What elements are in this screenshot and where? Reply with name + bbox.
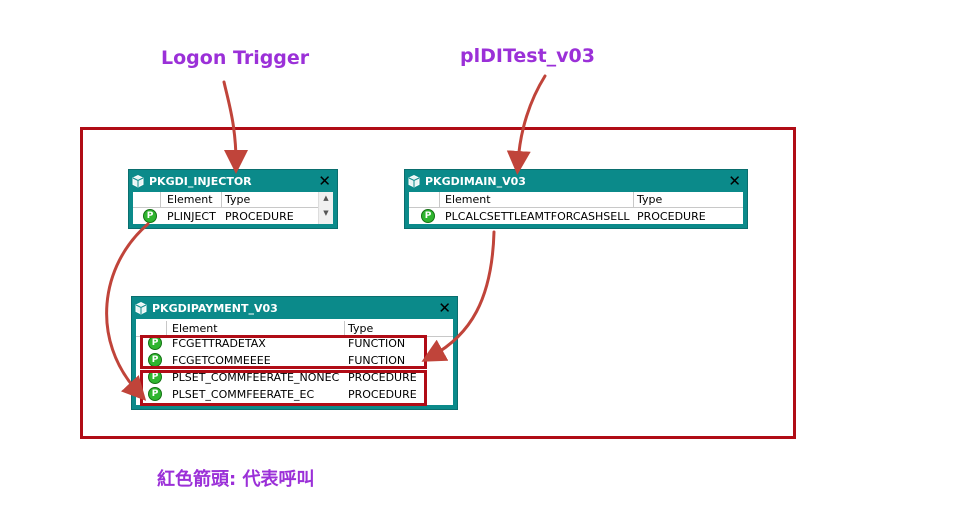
package-title: PKGDIPAYMENT_V03: [152, 301, 278, 315]
package-element-list: Element Type P PLINJECT PROCEDURE ▲ ▼: [133, 192, 333, 224]
procedure-icon: P: [421, 209, 435, 223]
column-header-element[interactable]: Element: [172, 322, 218, 335]
arrow-pidi-test-to-main: [506, 74, 547, 175]
element-type: FUNCTION: [348, 354, 406, 367]
list-item[interactable]: P PLSET_COMMFEERATE_EC PROCEDURE: [136, 386, 453, 403]
scroll-up-icon[interactable]: ▲: [323, 194, 329, 202]
package-pkgdi-injector[interactable]: PKGDI_INJECTOR ✕ Element Type P PLINJECT…: [128, 169, 338, 229]
arrow-logon-trigger-to-injector: [222, 80, 248, 174]
close-icon[interactable]: ✕: [728, 172, 741, 190]
list-item[interactable]: P PLCALCSETTLEAMTFORCASHSELL PROCEDURE: [409, 208, 743, 224]
column-header-element[interactable]: Element: [445, 193, 491, 206]
procedure-icon: P: [143, 209, 157, 223]
column-header-row: Element Type: [409, 192, 743, 208]
package-icon: [132, 174, 144, 188]
package-element-list: Element Type P PLCALCSETTLEAMTFORCASHSEL…: [409, 192, 743, 224]
element-type: PROCEDURE: [637, 210, 706, 223]
call-diagram-frame: [80, 127, 796, 439]
package-header[interactable]: PKGDIPAYMENT_V03 ✕: [132, 297, 457, 319]
package-header[interactable]: PKGDIMAIN_V03 ✕: [405, 170, 747, 192]
element-name: PLSET_COMMFEERATE_NONEC: [172, 371, 340, 384]
element-type: PROCEDURE: [225, 210, 294, 223]
close-icon[interactable]: ✕: [438, 299, 451, 317]
list-item[interactable]: P PLINJECT PROCEDURE: [133, 208, 333, 224]
arrow-main-to-payment: [421, 230, 496, 362]
column-header-type[interactable]: Type: [637, 193, 663, 206]
element-name: FCGETCOMMEEEE: [172, 354, 271, 367]
element-type: PROCEDURE: [348, 388, 417, 401]
package-title: PKGDI_INJECTOR: [149, 174, 252, 188]
pidi-test-label: plDITest_v03: [460, 45, 595, 67]
element-name: PLCALCSETTLEAMTFORCASHSELL: [445, 210, 630, 223]
column-header-element[interactable]: Element: [167, 193, 213, 206]
scroll-down-icon[interactable]: ▼: [323, 209, 329, 217]
element-name: FCGETTRADETAX: [172, 337, 266, 350]
package-icon: [408, 174, 420, 188]
list-item[interactable]: P PLSET_COMMFEERATE_NONEC PROCEDURE: [136, 369, 453, 386]
package-element-list: Element Type P FCGETTRADETAX FUNCTION P …: [136, 319, 453, 405]
logon-trigger-label: Logon Trigger: [161, 47, 310, 69]
element-type: FUNCTION: [348, 337, 406, 350]
column-header-type[interactable]: Type: [225, 193, 251, 206]
column-header-row: Element Type: [133, 192, 333, 208]
element-type: PROCEDURE: [348, 371, 417, 384]
element-name: PLSET_COMMFEERATE_EC: [172, 388, 315, 401]
list-item[interactable]: P FCGETCOMMEEEE FUNCTION: [136, 352, 453, 369]
legend-label: 紅色箭頭: 代表呼叫: [157, 469, 315, 490]
procedure-icon: P: [148, 387, 162, 401]
list-item[interactable]: P FCGETTRADETAX FUNCTION: [136, 335, 453, 352]
package-pkgdipayment-v03[interactable]: PKGDIPAYMENT_V03 ✕ Element Type P FCGETT…: [131, 296, 458, 410]
column-header-type[interactable]: Type: [348, 322, 374, 335]
package-title: PKGDIMAIN_V03: [425, 174, 526, 188]
arrow-injector-to-payment: [105, 222, 150, 401]
element-name: PLINJECT: [167, 210, 216, 223]
close-icon[interactable]: ✕: [318, 172, 331, 190]
package-pkgdimain-v03[interactable]: PKGDIMAIN_V03 ✕ Element Type P PLCALCSET…: [404, 169, 748, 229]
package-header[interactable]: PKGDI_INJECTOR ✕: [129, 170, 337, 192]
package-icon: [135, 301, 147, 315]
scrollbar[interactable]: ▲ ▼: [318, 192, 333, 224]
